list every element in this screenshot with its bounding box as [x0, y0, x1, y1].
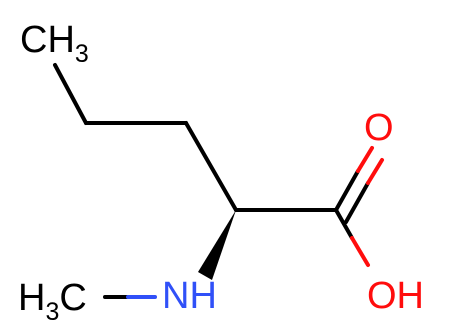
methyl-top-label: CH3 — [20, 19, 89, 68]
hydroxyl-bond — [334, 208, 370, 267]
carbonyl-bond-inner-o — [366, 158, 384, 185]
carbonyl-bond-inner-c — [344, 181, 370, 224]
hydroxyl-label: OH — [367, 275, 424, 317]
hydroxyl-bond-o — [350, 236, 370, 267]
carbonyl-bond-outer-o — [356, 146, 374, 173]
carbonyl-bond-outer-c — [334, 169, 360, 212]
carbonyl-oxygen-label: O — [364, 107, 394, 149]
amine-label: NH — [162, 275, 217, 317]
bond-ch3-c2 — [53, 63, 88, 125]
carbon-skeleton-bonds — [53, 63, 338, 212]
n-methyl-label: H3C — [18, 277, 87, 326]
carbonyl-double-bond — [334, 146, 384, 224]
stereo-wedge-bond — [198, 210, 236, 280]
bond-c3-calpha — [184, 121, 238, 212]
hydroxyl-bond-c — [334, 208, 354, 240]
